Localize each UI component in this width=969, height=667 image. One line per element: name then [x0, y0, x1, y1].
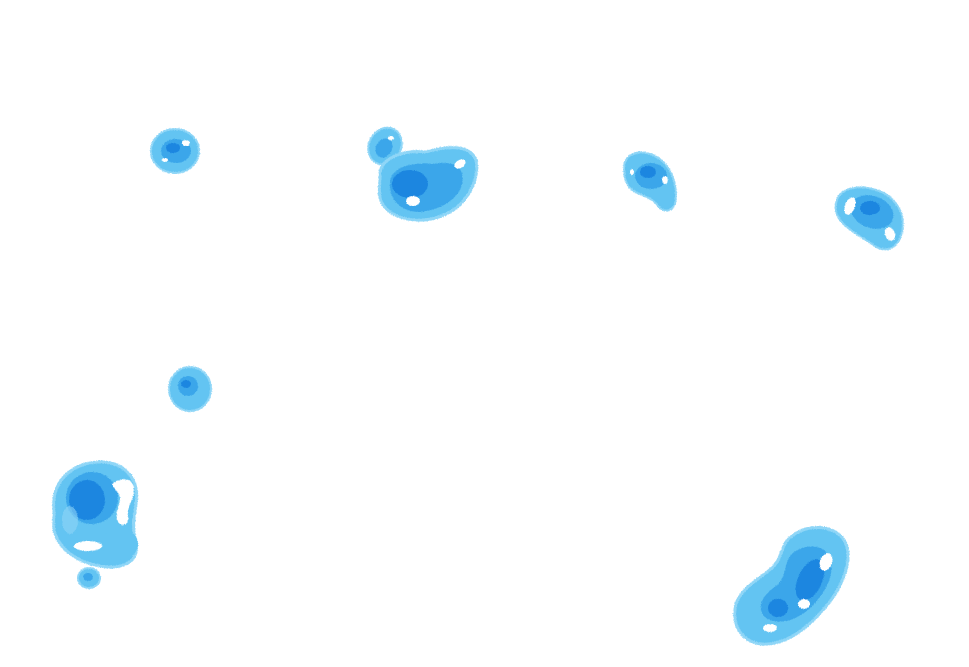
- water-drop-4-part-4: [662, 176, 668, 184]
- water-drop-9: [733, 526, 850, 646]
- water-drop-9-part-4: [768, 599, 788, 617]
- water-drop-2-part-2: [375, 138, 393, 158]
- water-drop-4-part-5: [630, 169, 634, 175]
- water-drop-7-part-6: [102, 528, 138, 560]
- water-drop-7-part-3: [69, 480, 105, 520]
- water-drop-8-part-2: [83, 573, 93, 581]
- water-drop-7: [52, 460, 139, 569]
- water-drop-3: [377, 146, 479, 222]
- water-drop-4: [623, 151, 677, 212]
- water-drop-2-part-3: [388, 136, 394, 140]
- water-drop-5-part-3: [860, 201, 880, 215]
- water-drop-3-part-5: [406, 196, 420, 206]
- water-drop-4-part-3: [640, 166, 656, 178]
- water-drop-6-part-3: [181, 380, 191, 388]
- water-drop-9-part-6: [798, 599, 810, 609]
- water-drop-7-part-5: [74, 541, 102, 551]
- water-drop-9-part-5: [819, 553, 833, 571]
- water-drop-5: [834, 186, 904, 251]
- water-drop-5-part-5: [884, 227, 896, 241]
- water-drop-1-part-3: [166, 143, 180, 153]
- water-drop-9-part-7: [763, 624, 777, 632]
- water-drop-3-part-3: [392, 170, 428, 198]
- water-drop-1-part-5: [162, 158, 168, 162]
- water-drop-1-part-4: [182, 140, 190, 146]
- drops-layer: [52, 126, 904, 646]
- water-drop-1: [150, 128, 200, 174]
- water-drop-7-part-4: [112, 479, 134, 525]
- water-drop-3-part-4: [454, 159, 466, 169]
- water-drop-10-part-1: [62, 506, 78, 534]
- water-drop-10: [62, 506, 78, 534]
- water-drop-9-part-3: [795, 559, 825, 601]
- water-drop-5-part-4: [844, 197, 856, 215]
- water-drop-6: [168, 366, 212, 412]
- water-drop-8: [77, 567, 101, 589]
